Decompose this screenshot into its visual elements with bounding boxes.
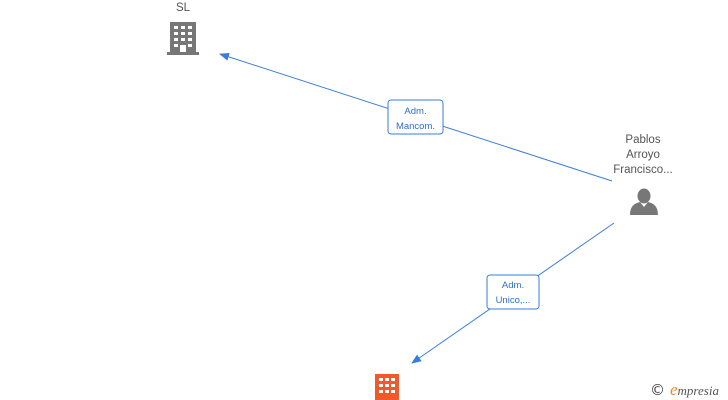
person-label-line1: Pablos (625, 134, 660, 146)
edge-label-bottom-line2: Unico,... (496, 295, 531, 306)
brand-logo-initial: e (670, 380, 678, 399)
edge-label-top-line1: Adm. (404, 106, 426, 117)
edge-label-box-bottom (486, 274, 540, 310)
company-top-label: SL (176, 2, 191, 14)
edge-person-to-company-top[interactable]: Adm. Mancom. (219, 52, 613, 182)
edge-label-top-line2: Mancom. (396, 121, 435, 132)
edge-label-box-top (387, 99, 444, 135)
node-company-top[interactable]: SL (167, 2, 199, 55)
person-icon (630, 188, 658, 215)
brand-logo-rest: mpresia (678, 383, 720, 398)
node-company-bottom[interactable] (375, 374, 399, 400)
building-icon (167, 22, 199, 55)
building-icon (375, 374, 399, 400)
edge-person-to-company-bottom[interactable]: Adm. Unico,... (411, 222, 615, 364)
brand-logo: empresia (670, 380, 719, 399)
brand-watermark: © empresia (650, 380, 719, 399)
person-label-line3: Francisco... (613, 164, 672, 176)
person-label-line2: Arroyo (626, 149, 660, 161)
copyright-symbol: © (650, 381, 665, 399)
node-person[interactable]: Pablos Arroyo Francisco... (613, 134, 673, 215)
edge-label-bottom-line1: Adm. (502, 280, 524, 291)
